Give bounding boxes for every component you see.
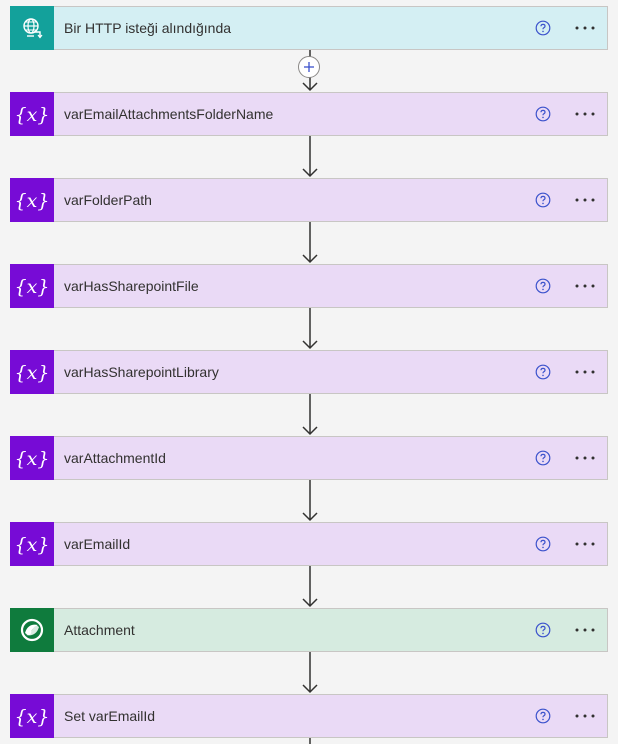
connector-arrow <box>302 566 318 608</box>
more-options-icon[interactable] <box>573 706 597 726</box>
connector-arrow <box>302 652 318 694</box>
step-title: varEmailId <box>64 536 131 552</box>
step-title: varHasSharepointFile <box>64 278 199 294</box>
help-icon[interactable] <box>535 364 551 380</box>
help-icon[interactable] <box>535 192 551 208</box>
step-title: varEmailAttachmentsFolderName <box>64 106 274 122</box>
svg-text:{x}: {x} <box>15 276 49 298</box>
step-title: varHasSharepointLibrary <box>64 364 219 380</box>
connector-arrow <box>302 480 318 522</box>
step-title: Set varEmailId <box>64 708 156 724</box>
add-step-button[interactable] <box>298 56 320 78</box>
step-title: varFolderPath <box>64 192 152 208</box>
step-card-http-trigger[interactable]: Bir HTTP isteği alındığında <box>10 6 608 50</box>
connector-arrow <box>302 308 318 350</box>
variable-icon: {x} <box>10 436 54 480</box>
help-icon[interactable] <box>535 450 551 466</box>
step-title: Bir HTTP isteği alındığında <box>64 20 232 36</box>
step-card-variable[interactable]: {x} varFolderPath <box>10 178 608 222</box>
more-options-icon[interactable] <box>573 276 597 296</box>
variable-icon: {x} <box>10 178 54 222</box>
more-options-icon[interactable] <box>573 18 597 38</box>
help-icon[interactable] <box>535 278 551 294</box>
help-icon[interactable] <box>535 622 551 638</box>
dataverse-icon <box>10 608 54 652</box>
more-options-icon[interactable] <box>573 104 597 124</box>
svg-text:{x}: {x} <box>15 104 49 126</box>
more-options-icon[interactable] <box>573 448 597 468</box>
connector-arrow <box>302 222 318 264</box>
step-card-variable[interactable]: {x} varAttachmentId <box>10 436 608 480</box>
step-card-dataverse[interactable]: Attachment <box>10 608 608 652</box>
variable-icon: {x} <box>10 522 54 566</box>
help-icon[interactable] <box>535 708 551 724</box>
step-card-variable[interactable]: {x} varHasSharepointLibrary <box>10 350 608 394</box>
connector-arrow <box>302 394 318 436</box>
svg-text:{x}: {x} <box>15 534 49 556</box>
more-options-icon[interactable] <box>573 190 597 210</box>
step-card-variable[interactable]: {x} Set varEmailId <box>10 694 608 738</box>
help-icon[interactable] <box>535 106 551 122</box>
variable-icon: {x} <box>10 350 54 394</box>
plus-icon <box>304 62 314 72</box>
svg-text:{x}: {x} <box>15 706 49 728</box>
help-icon[interactable] <box>535 536 551 552</box>
variable-icon: {x} <box>10 92 54 136</box>
step-card-variable[interactable]: {x} varHasSharepointFile <box>10 264 608 308</box>
step-card-variable[interactable]: {x} varEmailId <box>10 522 608 566</box>
more-options-icon[interactable] <box>573 534 597 554</box>
svg-text:{x}: {x} <box>15 448 49 470</box>
more-options-icon[interactable] <box>573 362 597 382</box>
connector-line <box>309 738 311 744</box>
step-title: varAttachmentId <box>64 450 166 466</box>
svg-text:{x}: {x} <box>15 362 49 384</box>
variable-icon: {x} <box>10 694 54 738</box>
svg-text:{x}: {x} <box>15 190 49 212</box>
variable-icon: {x} <box>10 264 54 308</box>
help-icon[interactable] <box>535 20 551 36</box>
connector-arrow <box>302 136 318 178</box>
more-options-icon[interactable] <box>573 620 597 640</box>
step-card-variable[interactable]: {x} varEmailAttachmentsFolderName <box>10 92 608 136</box>
step-title: Attachment <box>64 622 135 638</box>
http-request-icon <box>10 6 54 50</box>
